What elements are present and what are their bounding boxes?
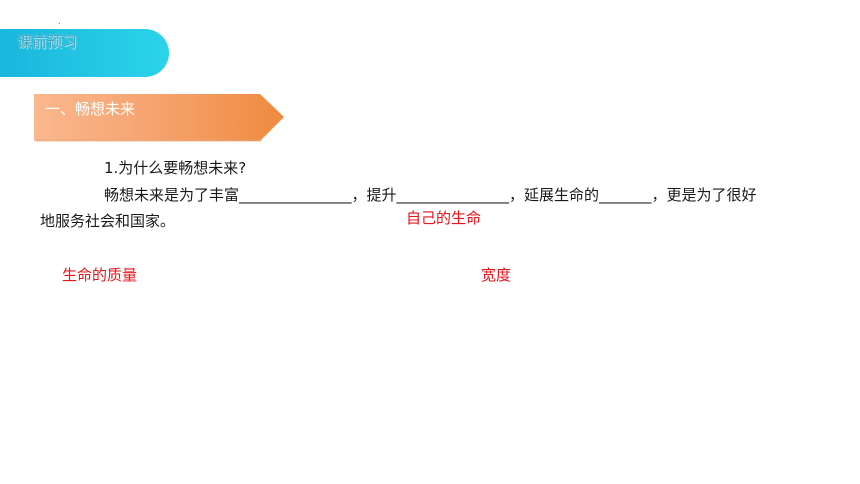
preview-banner — [0, 29, 169, 77]
question-text: 1.为什么要畅想未来? — [104, 159, 247, 177]
blank-answer-1: 自己的生命 — [406, 209, 482, 227]
section-banner-shadow — [36, 139, 262, 142]
answer-line-1: 畅想未来是为了丰富_______________，提升_____________… — [104, 186, 757, 204]
answer-line-2: 地服务社会和国家。 — [40, 212, 176, 230]
preview-label: 课前预习 — [17, 33, 78, 51]
blank-answer-3: 宽度 — [481, 266, 512, 284]
section-title: 一、畅想未来 — [45, 100, 136, 118]
blank-answer-2: 生命的质量 — [62, 266, 138, 284]
section-banner — [34, 94, 284, 141]
slide-marker-dot: . — [58, 17, 61, 26]
